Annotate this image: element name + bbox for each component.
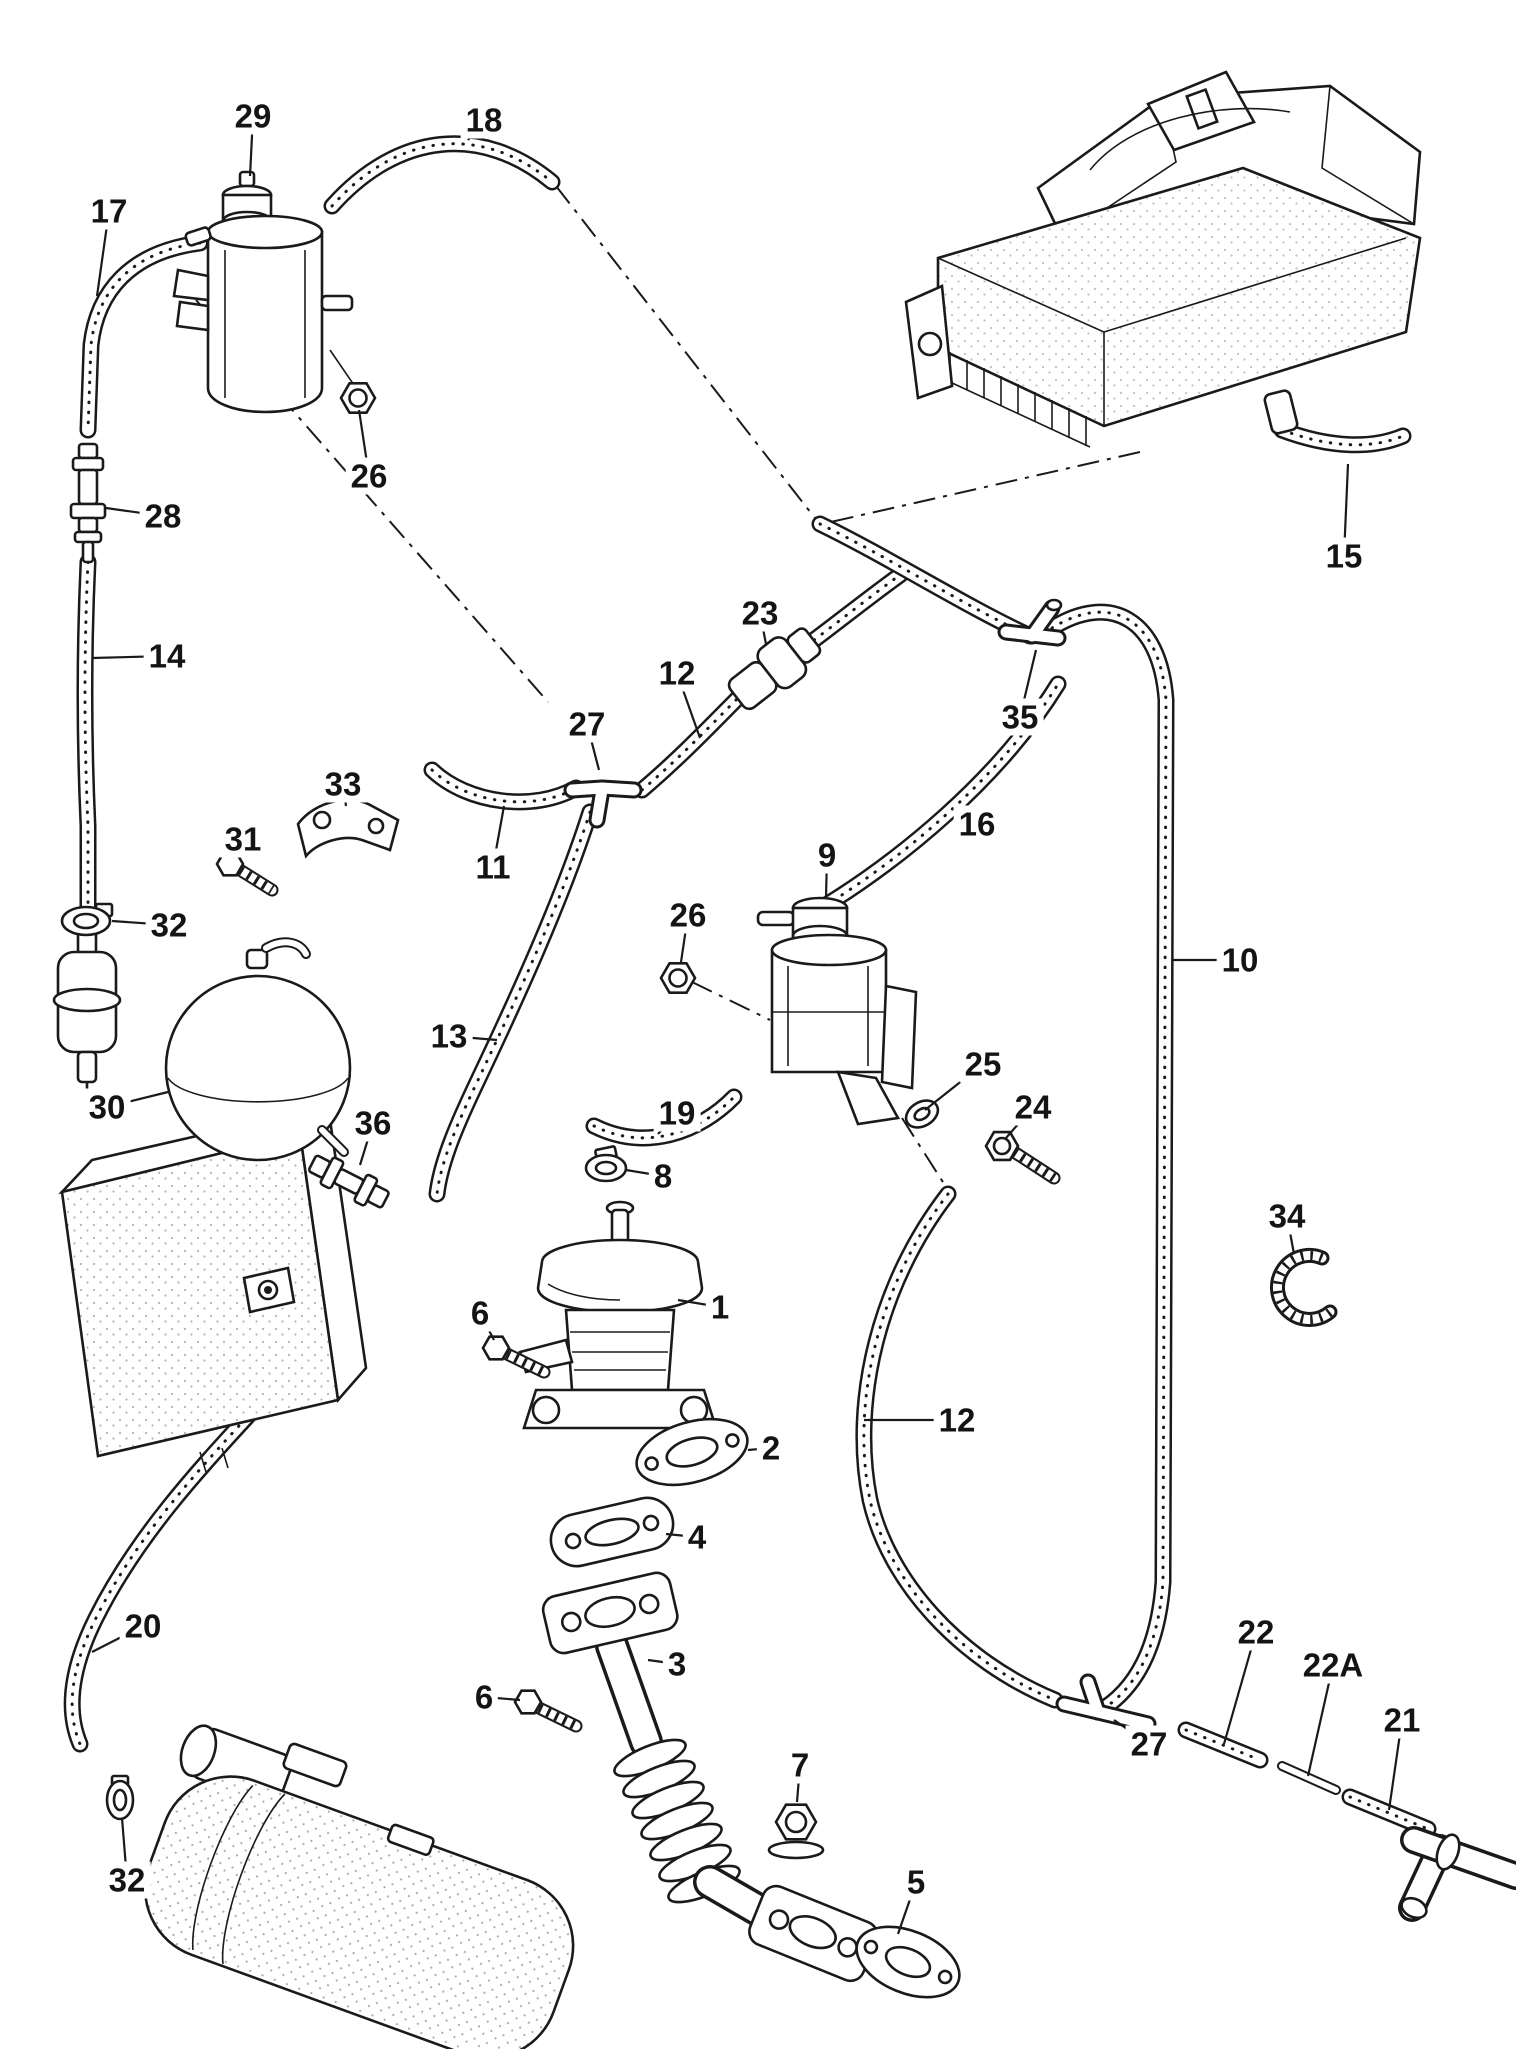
nut-7 [767,1803,825,1860]
check-valve-left [52,926,122,1106]
leader-line-27 [585,723,601,771]
hose-12-upper [642,694,742,790]
hose-22 [1186,1730,1260,1760]
pressure-converter-valve [172,170,357,414]
hose-19 [594,1097,734,1138]
connecting-pipe-3 [541,1571,879,1983]
leader-line-32 [111,919,170,927]
leader-line-24 [1005,1106,1034,1139]
pipe-tee-fitting [1398,1826,1516,1922]
leader-line-12 [675,672,702,739]
leader-line-14 [91,654,168,660]
spring-clip-34 [1277,1255,1330,1319]
leader-line-6 [479,1312,495,1341]
leader-line-5 [896,1881,918,1935]
hose-21 [1350,1797,1428,1829]
hose-16 [808,684,1058,916]
leader-line-36 [358,1122,375,1166]
leader-line-26 [357,409,371,477]
leader-line-11 [491,805,506,868]
leader-line-15 [1342,463,1350,557]
leader-line-3 [647,1658,678,1666]
bracket-33 [296,798,400,859]
inline-connector-28 [69,442,107,564]
screw-31 [215,851,279,897]
leader-line-7 [795,1764,802,1803]
leader-line-6 [483,1695,521,1702]
leader-line-26 [679,914,690,963]
leader-line-2 [747,1446,772,1452]
leader-line-30 [106,1090,169,1109]
t-connector-35 [997,598,1067,647]
hose-10 [1052,612,1166,1712]
egr-valve-1 [518,1200,718,1430]
leader-line-29 [248,115,255,177]
gasket-2 [635,1417,749,1487]
gasket-5 [855,1925,961,1999]
tube-22a [1277,1761,1341,1795]
hose-11 [432,770,576,802]
leader-line-31 [232,838,244,855]
gasket-4 [549,1496,675,1568]
hose-13 [437,812,590,1194]
nut-26-upper [339,381,377,415]
hose-15 [1282,430,1403,445]
leader-line-22A [1306,1664,1335,1777]
air-filter-housing [904,70,1422,448]
egr-cooler [143,1724,575,2049]
leader-line-25 [924,1063,984,1111]
vacuum-reservoir-30 [164,937,352,1162]
y-connector-27-upper [563,779,643,829]
hose-12-lower [864,1194,1055,1700]
leader-line-34 [1285,1215,1296,1255]
clamp-8 [584,1145,628,1183]
leader-line-22 [1222,1631,1258,1745]
connector-36 [307,1154,390,1209]
hose-14 [85,562,88,930]
bolt-6-lower [513,1689,583,1733]
check-valve-23 [727,627,822,711]
canister [58,1103,368,1473]
clamp-32-lower [105,1774,135,1821]
leader-line-23 [758,612,768,645]
leader-line-28 [105,506,164,518]
leader-line-21 [1387,1719,1404,1811]
bolt-24 [984,1130,1061,1185]
hose-18 [332,144,552,206]
y-connector-27-lower [1055,1673,1157,1733]
clamp-32-upper [60,902,114,937]
bolt-6-upper [481,1335,551,1379]
leader-line-9 [824,854,829,899]
nut-26-lower [659,961,697,995]
leader-line-16 [963,805,978,825]
leader-line-8 [625,1168,664,1178]
leader-line-32 [120,1817,129,1881]
solenoid-valve-9 [756,896,918,1126]
